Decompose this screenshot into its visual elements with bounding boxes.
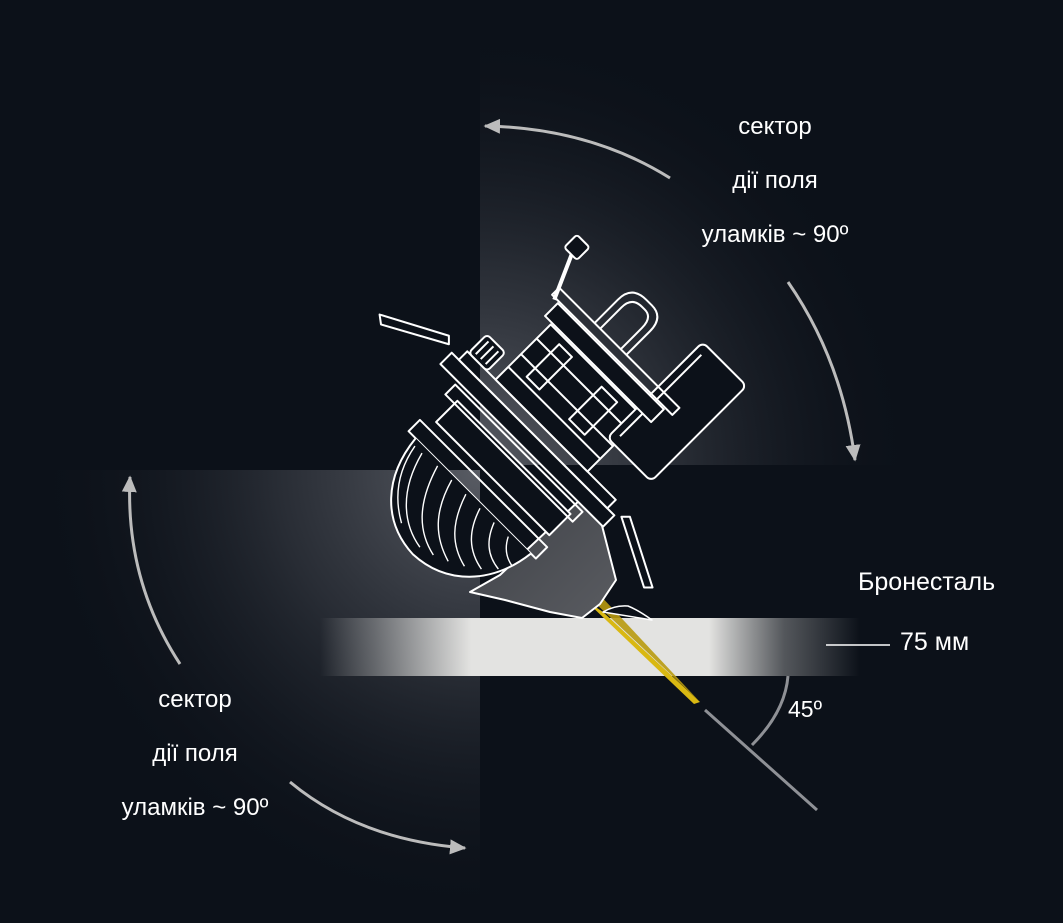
sector-top-line2: дії поля (732, 167, 818, 194)
jet-front (602, 605, 653, 621)
sector-bottom-line1: сектор (158, 686, 232, 713)
sector-bottom-line3: уламків ~ 90º (121, 794, 269, 821)
sector-top-line1: сектор (738, 113, 812, 140)
cumulative-jet (585, 600, 700, 704)
sector-bottom-label: сектор дії поля уламків ~ 90º (95, 673, 295, 835)
armor-plate (320, 618, 860, 676)
sector-top-label: сектор дії поля уламків ~ 90º (675, 100, 875, 262)
sector-top-arrow-down (786, 281, 861, 462)
sector-bottom-arrow-up (121, 475, 182, 665)
angle-reference-line (704, 708, 818, 812)
mine-device (378, 234, 746, 621)
armor-material-label: Бронесталь (858, 568, 996, 596)
sector-bottom-arrow-right (289, 780, 467, 855)
sector-top-arrow-left (483, 118, 671, 180)
angle-arc (750, 675, 790, 747)
sector-bottom-field (45, 470, 480, 910)
angle-label: 45º (788, 696, 822, 722)
sector-top-line3: уламків ~ 90º (701, 221, 849, 248)
sector-bottom-line2: дії поля (152, 740, 238, 767)
charge-body (469, 497, 617, 619)
armor-thickness-label: 75 мм (900, 628, 970, 656)
